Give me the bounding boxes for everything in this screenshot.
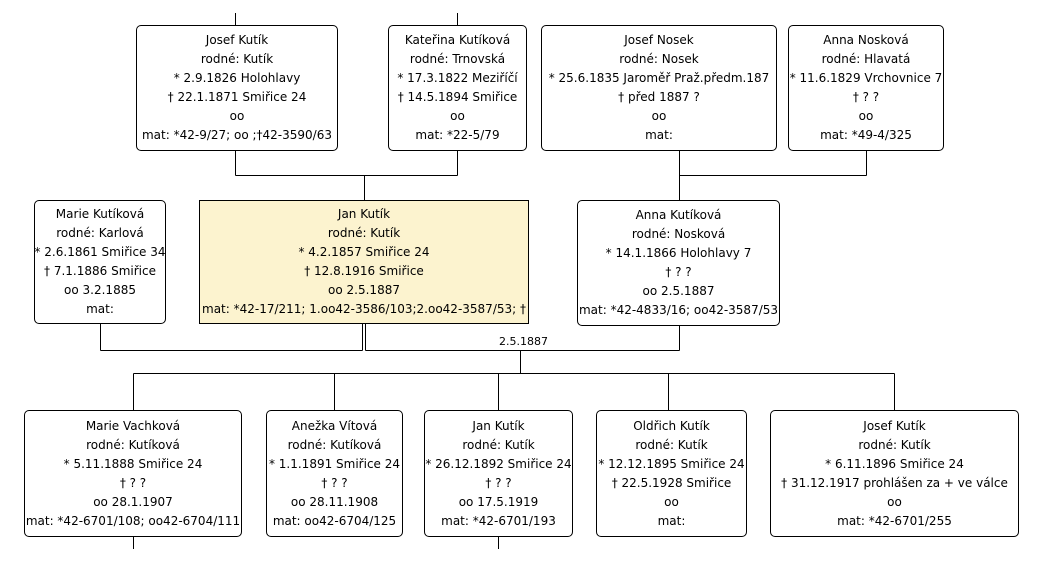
person-marriage: oo 28.1.1907 — [93, 494, 173, 509]
person-death: † ? ? — [321, 475, 348, 490]
person-death: † ? ? — [852, 90, 880, 104]
person-death: † 12.8.1916 Smiřice — [304, 264, 424, 278]
person-birth-name: rodné: Nosek — [619, 52, 699, 66]
person-birth: * 2.9.1826 Holohlavy — [173, 71, 301, 85]
person-records: mat: — [657, 513, 686, 528]
person-card-marie-kutikova[interactable]: Marie Kutíková rodné: Karlová * 2.6.1861… — [34, 200, 166, 324]
person-card-josef-kutik-jr[interactable]: Josef Kutík rodné: Kutík * 6.11.1896 Smi… — [770, 410, 1019, 537]
person-card-oldrich-kutik[interactable]: Oldřich Kutík rodné: Kutík * 12.12.1895 … — [596, 410, 747, 537]
person-card-jan-kutik-jr[interactable]: Jan Kutík rodné: Kutík * 26.12.1892 Smiř… — [424, 410, 573, 537]
person-marriage: oo — [229, 109, 245, 123]
person-records: mat: *49-4/325 — [820, 128, 912, 142]
person-birth-name: rodné: Karlová — [56, 226, 144, 240]
person-death: † ? ? — [119, 475, 147, 490]
person-name: Josef Kutík — [205, 33, 269, 47]
person-birth-name: rodné: Nosková — [631, 227, 726, 241]
person-card-josef-kutik-sr[interactable]: Josef Kutík rodné: Kutík * 2.9.1826 Holo… — [136, 25, 338, 151]
person-name: Oldřich Kutík — [633, 418, 710, 433]
person-marriage: oo 2.5.1887 — [328, 283, 400, 297]
person-marriage: oo 3.2.1885 — [64, 283, 136, 297]
person-birth-name: rodné: Kutík — [200, 52, 274, 66]
person-name: Anežka Vítová — [291, 418, 378, 433]
person-card-katerina-kutikova[interactable]: Kateřina Kutíková rodné: Trnovská * 17.3… — [388, 25, 527, 151]
person-card-josef-nosek[interactable]: Josef Nosek rodné: Nosek * 25.6.1835 Jar… — [541, 25, 777, 151]
person-birth: * 26.12.1892 Smiřice 24 — [425, 456, 572, 471]
person-birth-name: rodné: Kutík — [635, 437, 708, 452]
person-death: † ? ? — [485, 475, 512, 490]
person-records: mat: — [645, 128, 673, 142]
person-birth: * 2.6.1861 Smiřice 34 — [34, 245, 166, 259]
person-death: † 31.12.1917 prohlášen za + ve válce — [781, 475, 1008, 490]
person-records: mat: oo42-6704/125 — [272, 513, 397, 528]
person-death: † 14.5.1894 Smiřice — [397, 90, 518, 104]
person-name: Josef Nosek — [624, 33, 694, 47]
person-marriage: oo 28.11.1908 — [290, 494, 379, 509]
person-records: mat: — [86, 302, 114, 316]
person-card-anna-noskova[interactable]: Anna Nosková rodné: Hlavatá * 11.6.1829 … — [788, 25, 944, 151]
person-marriage: oo — [651, 109, 667, 123]
person-birth-name: rodné: Kutíková — [86, 437, 180, 452]
person-birth-name: rodné: Kutík — [327, 226, 401, 240]
person-birth: * 17.3.1822 Meziříčí — [397, 71, 518, 85]
person-records: mat: *42-6701/108; oo42-6704/111 — [25, 513, 241, 528]
person-card-anezka-vitova[interactable]: Anežka Vítová rodné: Kutíková * 1.1.1891… — [266, 410, 403, 537]
person-card-jan-kutik-focus[interactable]: Jan Kutík rodné: Kutík * 4.2.1857 Smiřic… — [199, 200, 529, 324]
person-birth: * 25.6.1835 Jaroměř Praž.předm.187 — [548, 71, 770, 85]
person-birth-name: rodné: Trnovská — [409, 52, 506, 66]
person-birth-name: rodné: Kutík — [462, 437, 535, 452]
person-marriage: oo — [887, 494, 902, 509]
person-birth: * 5.11.1888 Smiřice 24 — [63, 456, 203, 471]
person-card-anna-kutikova[interactable]: Anna Kutíková rodné: Nosková * 14.1.1866… — [577, 200, 780, 326]
person-birth: * 14.1.1866 Holohlavy 7 — [605, 246, 752, 260]
person-death: † ? ? — [665, 265, 692, 279]
person-birth-name: rodné: Kutík — [858, 437, 931, 452]
person-birth: * 12.12.1895 Smiřice 24 — [598, 456, 745, 471]
person-birth: * 11.6.1829 Vrchovnice 7 — [789, 71, 943, 85]
person-birth: * 1.1.1891 Smiřice 24 — [268, 456, 401, 471]
person-name: Josef Kutík — [863, 418, 926, 433]
person-name: Anna Kutíková — [635, 208, 722, 222]
person-marriage: oo — [858, 109, 874, 123]
person-records: mat: *42-17/211; 1.oo42-3586/103;2.oo42-… — [202, 302, 526, 316]
person-birth-name: rodné: Kutíková — [287, 437, 382, 452]
person-death: † před 1887 ? — [618, 90, 700, 104]
person-marriage: oo — [664, 494, 679, 509]
person-name: Anna Nosková — [823, 33, 909, 47]
person-death: † 7.1.1886 Smiřice — [44, 264, 156, 278]
marriage-date-label: 2.5.1887 — [497, 335, 550, 348]
person-records: mat: *42-6701/193 — [441, 513, 556, 528]
person-records: mat: *22-5/79 — [415, 128, 500, 142]
person-marriage: oo 2.5.1887 — [642, 284, 715, 298]
person-death: † 22.5.1928 Smiřice — [611, 475, 732, 490]
person-records: mat: *42-9/27; oo ;†42-3590/63 — [141, 128, 332, 142]
person-name: Marie Vachková — [85, 418, 181, 433]
person-birth-name: rodné: Hlavatá — [821, 52, 911, 66]
person-birth: * 4.2.1857 Smiřice 24 — [298, 245, 430, 259]
person-records: mat: *42-6701/255 — [837, 513, 952, 528]
person-name: Kateřina Kutíková — [404, 33, 511, 47]
person-card-marie-vachkova[interactable]: Marie Vachková rodné: Kutíková * 5.11.18… — [24, 410, 242, 537]
person-name: Marie Kutíková — [55, 207, 145, 221]
person-birth: * 6.11.1896 Smiřice 24 — [825, 456, 964, 471]
person-death: † 22.1.1871 Smiřice 24 — [167, 90, 307, 104]
person-marriage: oo — [450, 109, 465, 123]
person-marriage: oo 17.5.1919 — [458, 494, 539, 509]
person-records: mat: *42-4833/16; oo42-3587/53 — [578, 303, 779, 317]
person-name: Jan Kutík — [472, 418, 525, 433]
person-name: Jan Kutík — [337, 207, 391, 221]
